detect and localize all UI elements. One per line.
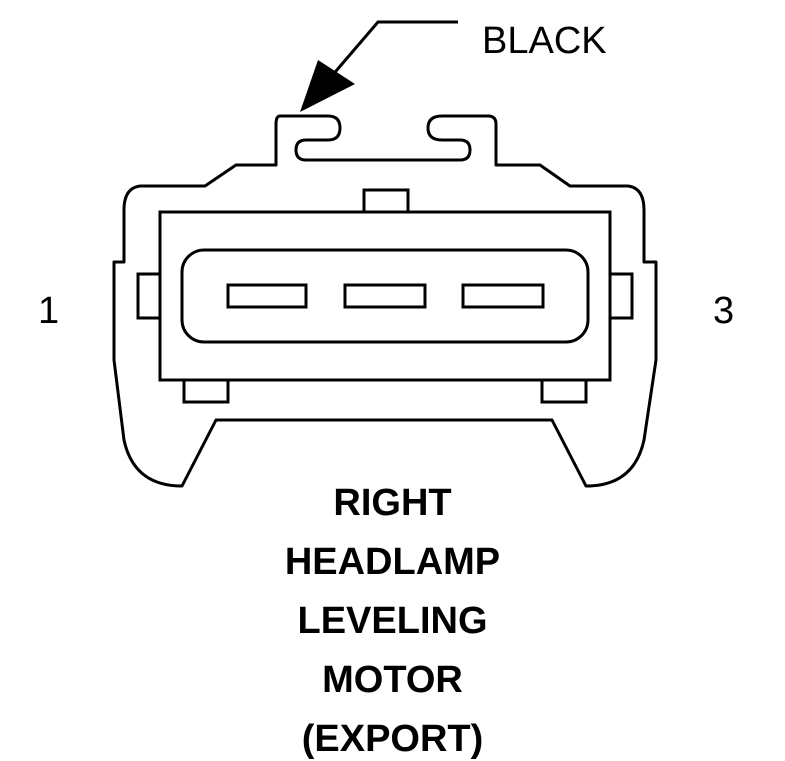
connector-side-tab-left	[136, 272, 162, 320]
callout-arrowhead	[300, 60, 355, 112]
title-line: HEADLAMP	[284, 541, 501, 583]
pin-number-right: 3	[713, 290, 735, 332]
connector-key-tab	[362, 188, 410, 214]
callout-leader	[328, 20, 458, 79]
terminal-cavity	[180, 248, 590, 344]
connector-housing	[112, 114, 658, 488]
wire-color-label: BLACK	[482, 20, 607, 62]
terminal-pin-3	[461, 283, 545, 309]
connector-foot-right	[540, 378, 588, 404]
pin-number-left: 1	[38, 290, 60, 332]
component-variant: (EXPORT)	[301, 718, 484, 760]
connector-side-tab-right	[608, 272, 634, 320]
title-line: LEVELING	[297, 600, 488, 642]
terminal-pin-2	[343, 283, 427, 309]
terminal-pin-1	[226, 283, 308, 309]
title-line: RIGHT	[333, 482, 452, 524]
connector-foot-left	[182, 378, 230, 404]
title-line: MOTOR	[322, 659, 463, 701]
component-title: RIGHT HEADLAMP LEVELING MOTOR	[0, 474, 785, 710]
